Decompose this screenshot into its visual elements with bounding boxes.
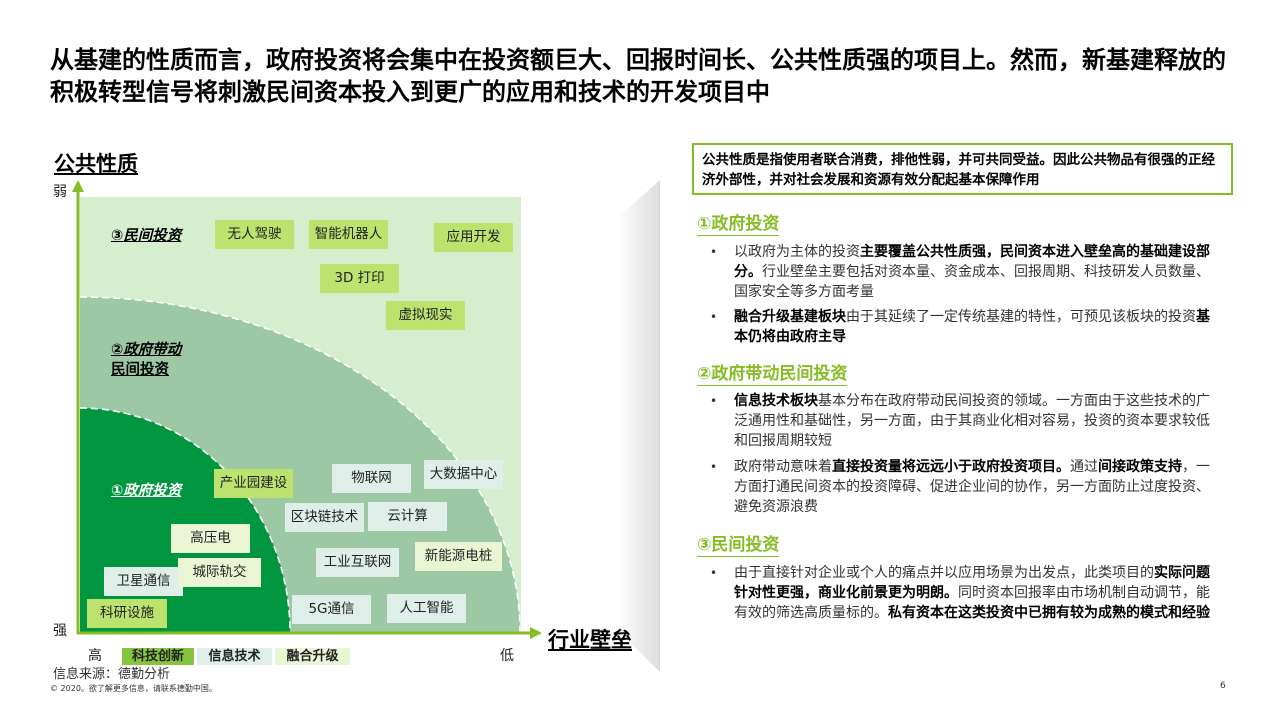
bullet-item: 以政府为主体的投资主要覆盖公共性质强，民间资本进入壁垒高的基础建设部分。行业壁垒… [710, 242, 1222, 302]
section-number: ③ [697, 535, 712, 555]
section-heading-private: ③民间投资 [697, 535, 780, 557]
tag-intercity-rail: 城际轨交 [178, 558, 261, 587]
x-axis-low-label: 低 [500, 648, 514, 664]
tag-blockchain: 区块链技术 [285, 503, 364, 532]
tag-research-facilities: 科研设施 [87, 599, 167, 628]
bullet-item: 融合升级基建板块由于其延续了一定传统基建的特性，可预见该板块的投资基本仍将由政府… [710, 307, 1222, 347]
y-axis-weak-label: 弱 [53, 184, 67, 200]
bullet-item: 政府带动意味着直接投资量将远远小于政府投资项目。通过间接政策支持，一方面打通民间… [710, 457, 1222, 517]
y-axis-strong-label: 强 [53, 623, 67, 639]
tag-5g: 5G通信 [292, 595, 371, 624]
tag-cloud-computing: 云计算 [368, 502, 447, 531]
x-axis-high-label: 高 [88, 648, 102, 664]
zone-label-guided: ②政府带动 民间投资 [111, 342, 182, 378]
legend-integration-upgrade: 融合升级 [275, 648, 350, 665]
tag-industrial-park: 产业园建设 [214, 469, 293, 498]
tag-industrial-internet: 工业互联网 [316, 548, 399, 577]
section-number: ② [697, 364, 712, 384]
tag-iot: 物联网 [332, 464, 411, 493]
legend-info-tech: 信息技术 [197, 648, 272, 665]
y-axis-arrow [72, 180, 84, 192]
section-number: ① [697, 214, 712, 234]
zone-number: ③ [111, 228, 124, 244]
zone-number: ① [111, 483, 124, 499]
tag-high-voltage: 高压电 [171, 524, 250, 553]
tag-app-development: 应用开发 [434, 223, 513, 252]
zone-label-government: ①政府投资 [111, 483, 182, 499]
tag-smart-robot: 智能机器人 [309, 220, 388, 249]
slide-title: 从基建的性质而言，政府投资将会集中在投资额巨大、回报时间长、公共性质强的项目上。… [50, 46, 1226, 106]
zone-label-private: ③民间投资 [111, 228, 182, 244]
tag-virtual-reality: 虚拟现实 [386, 301, 465, 330]
bullet-item: 由于直接针对企业或个人的痛点并以应用场景为出发点，此类项目的实际问题针对性更强，… [710, 563, 1222, 623]
bullet-item: 信息技术板块基本分布在政府带动民间投资的领域。一方面由于这些技术的广泛通用性和基… [710, 391, 1222, 451]
page-number: 6 [1220, 681, 1226, 691]
legend-tech-innovation: 科技创新 [122, 648, 194, 665]
x-axis-title: 行业壁垒 [548, 628, 632, 652]
section-heading-government: ①政府投资 [697, 214, 780, 236]
x-axis-arrow [530, 627, 542, 639]
source-note: 信息来源：德勤分析 [53, 667, 171, 682]
separator-wedge [617, 180, 660, 672]
copyright: © 2020。欲了解更多信息，请联系德勤中国。 [50, 684, 217, 693]
tag-3d-printing: 3D 打印 [320, 264, 399, 293]
y-axis-title: 公共性质 [54, 152, 138, 176]
tag-satellite-comm: 卫星通信 [104, 567, 183, 596]
tag-ev-charging: 新能源电桩 [415, 542, 502, 571]
tag-big-data-center: 大数据中心 [424, 460, 503, 489]
section-heading-guided: ②政府带动民间投资 [697, 364, 848, 386]
zone-number: ② [111, 342, 124, 358]
definition-box: 公共性质是指使用者联合消费，排他性弱，并可共同受益。因此公共物品有很强的正经济外… [692, 143, 1233, 195]
tag-autonomous-driving: 无人驾驶 [215, 220, 294, 249]
tag-ai: 人工智能 [387, 594, 466, 623]
